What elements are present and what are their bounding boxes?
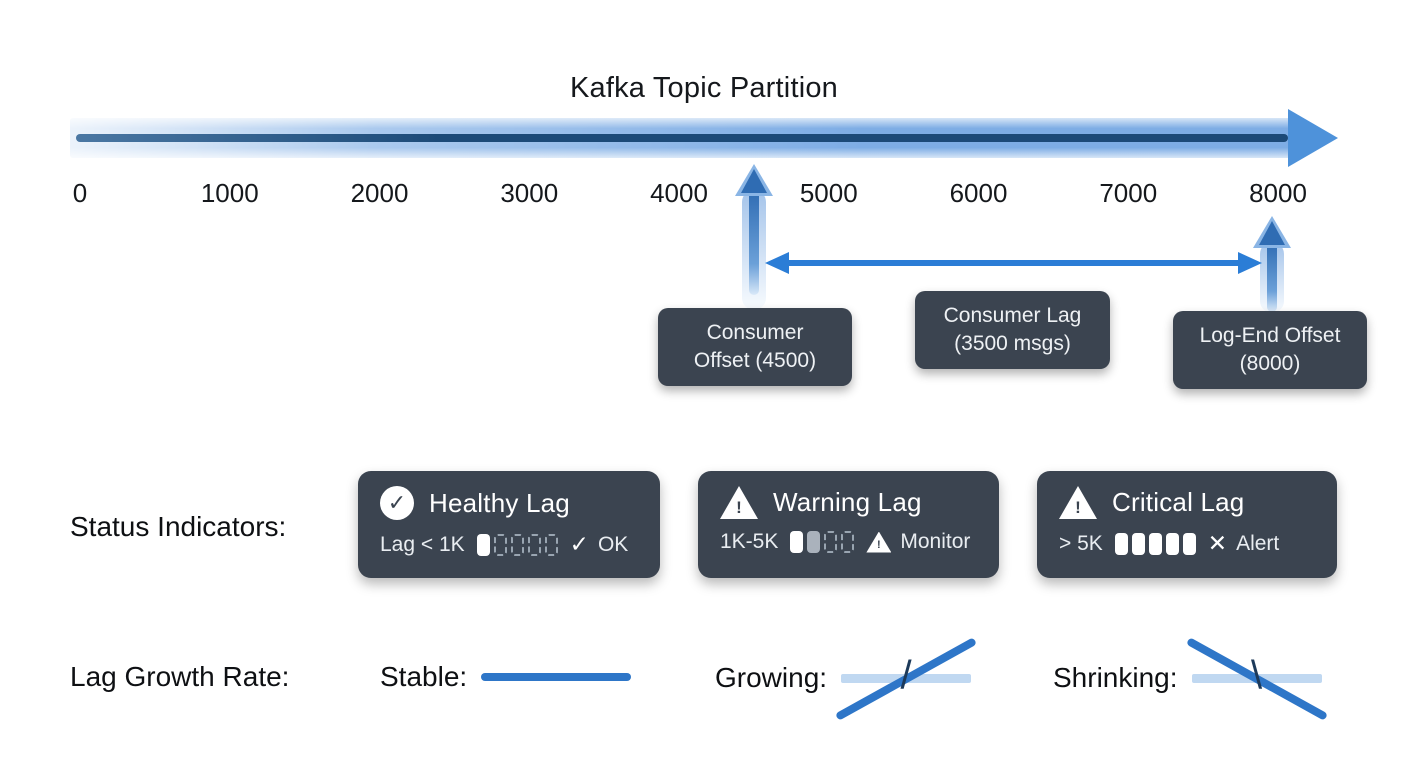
lag-block-dashed: [544, 533, 558, 556]
lag-block-dashed: [527, 533, 541, 556]
growing-trend-icon: /: [835, 637, 978, 721]
axis-tick: 5000: [799, 178, 858, 208]
lag-block-solid-white: [790, 531, 804, 553]
card-title: Healthy Lag: [429, 487, 570, 518]
arrow-shaft: [1267, 242, 1277, 312]
consumer-lag-line1: Consumer Lag: [943, 304, 1082, 327]
card-header: ✓ Healthy Lag: [380, 486, 642, 520]
lag-block-solid-white: [1114, 532, 1128, 555]
cross-icon: ✕: [1207, 530, 1228, 556]
warning-triangle-icon: !: [866, 531, 892, 553]
partition-bar-core-line: [76, 134, 1288, 142]
exclamation-mark: !: [877, 538, 881, 551]
result-label: Monitor: [900, 530, 971, 553]
result-label: Alert: [1236, 531, 1280, 555]
exclamation-mark: !: [1075, 498, 1081, 517]
lag-level-blocks: [1114, 532, 1196, 555]
lag-block-dashed: [841, 531, 855, 553]
lag-block-solid-white: [1165, 532, 1179, 555]
lag-block-solid-white: [1148, 532, 1162, 555]
consumer-lag-line2: (3500 msgs): [954, 332, 1071, 355]
lag-block-dashed: [510, 533, 524, 556]
arrowhead-inner: [741, 169, 767, 193]
axis-tick: 4000: [650, 178, 708, 208]
axis-tick: 7000: [1099, 178, 1158, 208]
consumer-offset-line1: Consumer: [706, 321, 804, 344]
lag-block-solid-white: [1131, 532, 1145, 555]
lag-range-label: 1K-5K: [720, 530, 779, 553]
log-end-offset-line2: (8000): [1239, 352, 1301, 375]
axis-tick: 1000: [200, 178, 259, 208]
axis-tick: 8000: [1249, 178, 1307, 208]
critical-lag-card: ! Critical Lag > 5K ✕ Alert: [1037, 471, 1337, 578]
stable-label: Stable:: [380, 661, 468, 692]
arrow-shaft: [749, 190, 759, 296]
offset-axis: 0 1000 2000 3000 4000 5000 6000 7000 8000: [48, 178, 1310, 209]
card-header: ! Critical Lag: [1059, 486, 1319, 519]
shrinking-trend-icon: \: [1185, 637, 1328, 721]
growth-item-growing: Growing: /: [715, 637, 978, 721]
backslash-glyph: \: [1250, 653, 1263, 698]
lag-growth-rate-label: Lag Growth Rate:: [70, 661, 290, 692]
healthy-lag-card: ✓ Healthy Lag Lag < 1K ✓ OK: [358, 471, 660, 578]
card-detail-row: Lag < 1K ✓ OK: [380, 531, 642, 558]
lag-block-dashed: [493, 533, 507, 556]
lag-block-dashed: [824, 531, 838, 553]
consumer-lag-span-arrow-icon: [765, 252, 1262, 274]
left-arrowhead: [765, 252, 789, 274]
card-title: Critical Lag: [1112, 487, 1245, 517]
status-indicators-label: Status Indicators:: [70, 511, 287, 542]
log-end-offset-arrow-icon: [1253, 216, 1291, 313]
slash-glyph: /: [900, 653, 912, 698]
lag-arrow-line: [781, 260, 1246, 266]
lag-block-solid-white: [1182, 532, 1196, 555]
card-detail-row: 1K-5K ! Monitor: [720, 530, 981, 554]
growth-item-shrinking: Shrinking: \: [1053, 637, 1328, 721]
axis-tick: 3000: [500, 178, 559, 208]
card-header: ! Warning Lag: [720, 486, 981, 519]
lag-range-label: Lag < 1K: [380, 532, 465, 556]
warning-lag-card: ! Warning Lag 1K-5K ! Monitor: [698, 471, 999, 578]
axis-tick: 2000: [350, 178, 409, 208]
shrinking-label: Shrinking:: [1053, 662, 1178, 693]
consumer-offset-callout: Consumer Offset (4500): [658, 308, 852, 386]
page-title: Kafka Topic Partition: [569, 72, 839, 104]
arrowhead-inner: [1259, 221, 1285, 245]
lag-level-blocks: [790, 531, 855, 553]
check-icon: ✓: [569, 531, 589, 557]
card-title: Warning Lag: [773, 487, 922, 517]
exclamation-mark: !: [736, 498, 742, 517]
warning-triangle-icon: !: [1059, 486, 1097, 519]
log-end-offset-line1: Log-End Offset: [1199, 324, 1341, 347]
lag-range-label: > 5K: [1059, 531, 1103, 555]
growth-item-stable: Stable:: [380, 661, 632, 693]
consumer-lag-callout: Consumer Lag (3500 msgs): [915, 291, 1110, 369]
lag-block-solid-gray: [807, 531, 821, 553]
check-circle-icon: ✓: [380, 486, 414, 520]
lag-level-blocks: [476, 533, 558, 556]
growing-label: Growing:: [715, 662, 828, 693]
warning-triangle-icon: !: [720, 486, 758, 519]
consumer-offset-arrow-icon: [735, 164, 773, 310]
right-arrowhead: [1238, 252, 1262, 274]
card-detail-row: > 5K ✕ Alert: [1059, 530, 1319, 557]
axis-tick: 6000: [949, 178, 1008, 208]
consumer-offset-line2: Offset (4500): [693, 349, 817, 372]
log-end-offset-callout: Log-End Offset (8000): [1173, 311, 1367, 389]
result-label: OK: [597, 532, 629, 556]
partition-bar-arrowhead-icon: [1288, 109, 1338, 167]
lag-block-solid-white: [476, 533, 490, 556]
axis-tick: 0: [72, 178, 88, 208]
stable-trend-line-icon: [481, 673, 632, 681]
